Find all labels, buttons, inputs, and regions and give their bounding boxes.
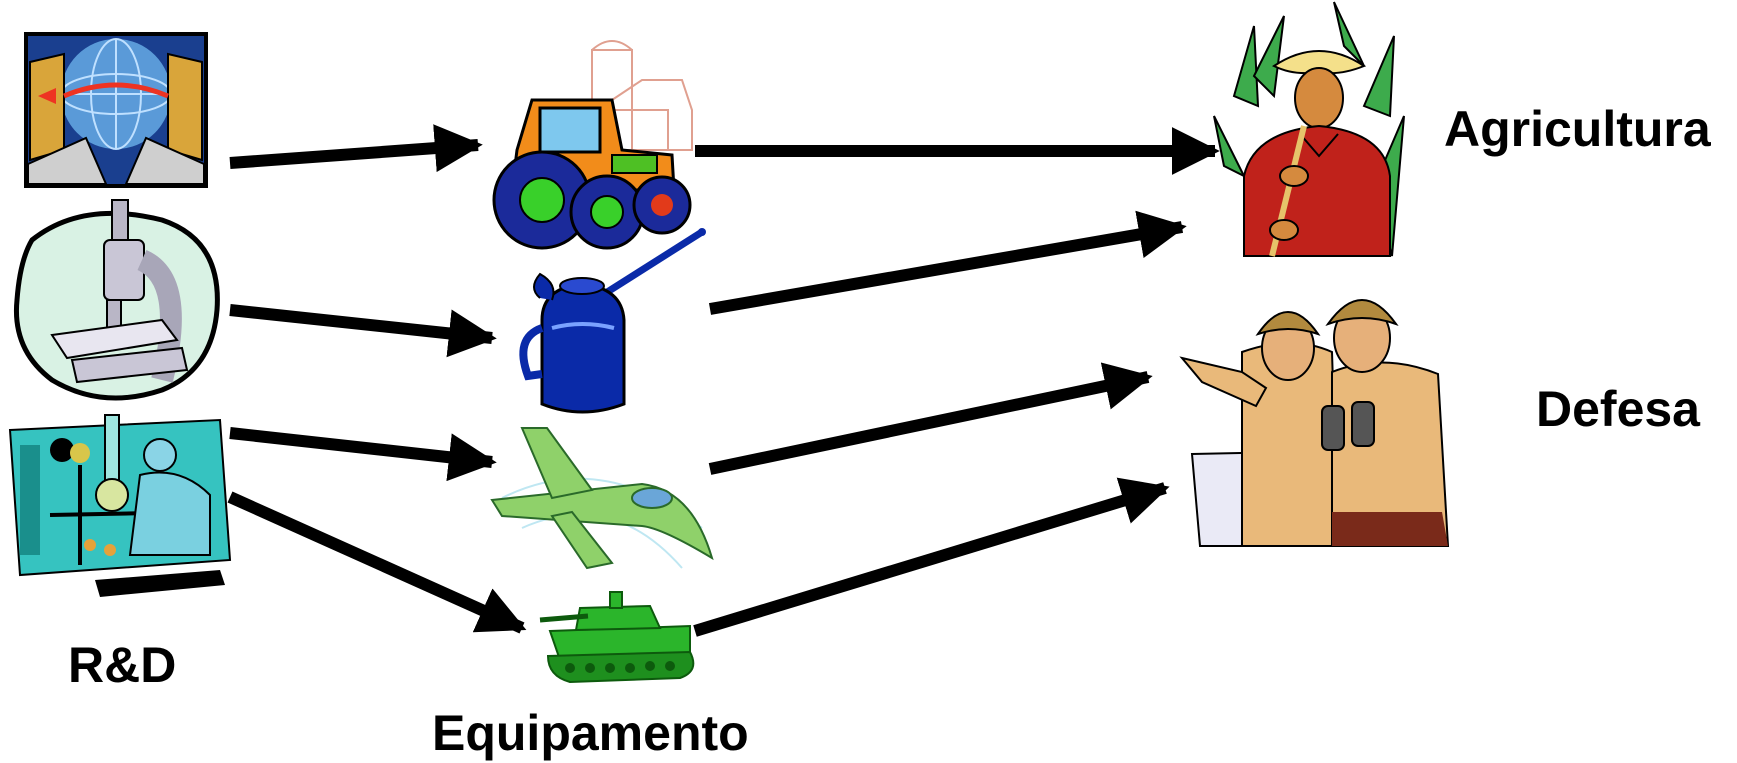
soldiers-icon [1179, 299, 1450, 547]
rd-label: R&D [68, 637, 177, 693]
equipment-label: Equipamento [432, 705, 749, 761]
fighter-jet-icon [490, 427, 714, 570]
arrow-lab-to-jet [229, 427, 497, 482]
defense-label: Defesa [1536, 381, 1700, 437]
arrow-network-to-tractor [229, 124, 483, 173]
agriculture-label: Agricultura [1444, 101, 1711, 157]
arrow-lab-to-tank [227, 491, 527, 634]
arrow-jet-to-soldiers [708, 362, 1153, 475]
oil-can-icon [519, 228, 706, 414]
tank-icon [539, 591, 695, 684]
farmer-icon [1213, 1, 1405, 257]
arrow-tank-to-soldiers [693, 477, 1170, 637]
arrows [227, 124, 1220, 637]
lab-scientist-icon [8, 414, 232, 597]
arrow-microscope-to-oilcan [229, 304, 497, 358]
microscope-icon [13, 199, 220, 401]
tractor-icon [492, 40, 693, 250]
arrow-oilcan-to-farmer [708, 210, 1187, 315]
network-computers-icon [24, 32, 208, 188]
